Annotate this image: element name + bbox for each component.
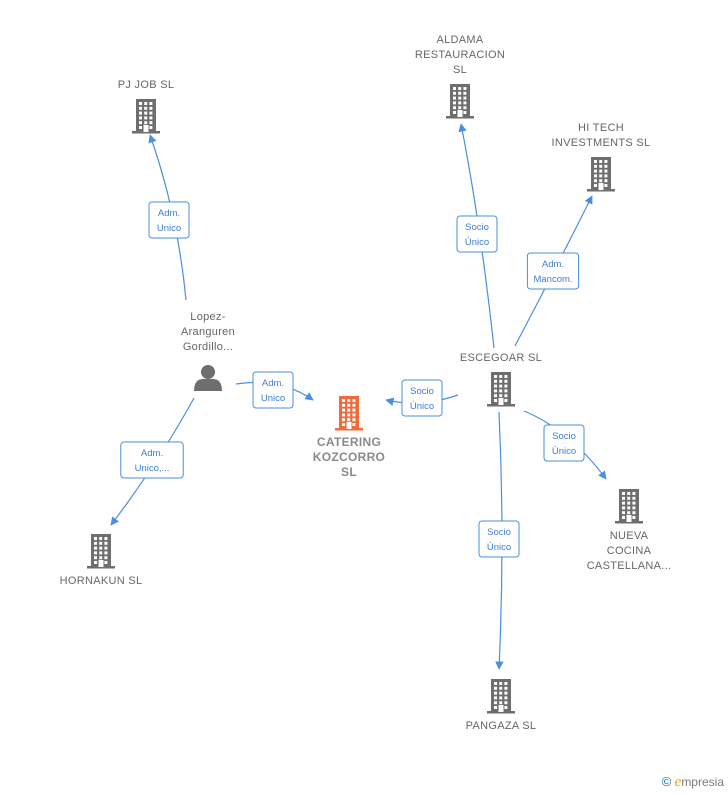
edge-label-box <box>526 252 580 290</box>
edge-label-lopez-hornakun[interactable]: Adm. Unico,... <box>120 441 184 479</box>
building-icon <box>446 84 474 119</box>
edge-label-box <box>478 520 520 558</box>
node-label: HORNAKUN SL <box>60 575 143 587</box>
node-label: SL <box>341 465 357 479</box>
edge-label-lopez-catering[interactable]: Adm. Unico <box>252 371 294 409</box>
edge-label-box <box>120 441 184 479</box>
building-icon <box>87 534 115 569</box>
building-icon <box>487 679 515 714</box>
node-lopez[interactable]: Lopez- ArangurenGordillo... <box>181 311 235 391</box>
node-label: CATERING <box>317 435 381 449</box>
edge-label-escegoar-hitech[interactable]: Adm. Mancom. <box>526 252 580 290</box>
building-icon <box>335 396 363 431</box>
building-icon <box>587 157 615 192</box>
building-icon <box>132 99 160 134</box>
edge-label-text: Socio <box>487 527 511 538</box>
edge-label-lopez-pjjob[interactable]: Adm. Unico <box>148 201 190 239</box>
copyright-icon: © <box>661 774 672 789</box>
edge-label-box <box>148 201 190 239</box>
edge-label-text: Adm. <box>141 448 163 459</box>
node-label: Lopez- <box>190 311 225 323</box>
building-icon <box>487 372 515 407</box>
empresia-watermark: © empresia <box>662 774 724 791</box>
edge-label-text: Único <box>552 446 576 457</box>
building-icon <box>615 489 643 524</box>
edge-label-box <box>252 371 294 409</box>
edge-label-text: Socio <box>465 222 489 233</box>
node-label: SL <box>453 64 467 76</box>
node-label: CASTELLANA... <box>587 560 672 572</box>
node-aldama[interactable]: ALDAMA RESTAURACION SL <box>415 34 505 119</box>
edge-label-text: Único <box>465 237 489 248</box>
node-hornakun[interactable]: HORNAKUN SL <box>60 534 143 587</box>
edge-label-box <box>401 379 443 417</box>
brand-name: mpresia <box>681 775 724 789</box>
edge-label-text: Adm. <box>542 259 564 270</box>
edge-label-text: Socio <box>552 431 576 442</box>
edge-label-text: Único <box>410 401 434 412</box>
node-nueva[interactable]: NUEVA COCINA CASTELLANA... <box>587 489 672 572</box>
node-label: Gordillo... <box>183 341 233 353</box>
node-label: RESTAURACION <box>415 49 505 61</box>
edge-label-text: Socio <box>410 386 434 397</box>
edge-label-box <box>456 215 498 253</box>
node-label: NUEVA <box>610 530 649 542</box>
edge-label-text: Mancom. <box>533 274 572 285</box>
node-label: KOZCORRO <box>313 450 385 464</box>
edge-label-text: Único <box>487 542 511 553</box>
node-label: Aranguren <box>181 326 235 338</box>
node-label: HI TECH <box>578 122 624 134</box>
edge-label-text: Unico,... <box>135 463 170 474</box>
edge-label-text: Adm. <box>262 378 284 389</box>
node-escegoar[interactable]: ESCEGOAR SL <box>460 352 542 407</box>
person-icon <box>194 365 222 391</box>
node-label: PANGAZA SL <box>466 720 537 732</box>
node-label: ALDAMA <box>436 34 483 46</box>
edge-label-text: Unico <box>261 393 285 404</box>
node-label: ESCEGOAR SL <box>460 352 542 364</box>
node-pjjob[interactable]: PJ JOB SL <box>118 79 175 134</box>
node-label: COCINA <box>607 545 652 557</box>
node-label: PJ JOB SL <box>118 79 175 91</box>
edge-label-box <box>543 424 585 462</box>
node-label: INVESTMENTS SL <box>552 137 651 149</box>
node-pangaza[interactable]: PANGAZA SL <box>466 679 537 732</box>
edge-label-text: Adm. <box>158 208 180 219</box>
node-hitech[interactable]: HI TECH INVESTMENTS SL <box>552 122 651 192</box>
brand-initial: e <box>674 774 682 790</box>
edge-label-text: Unico <box>157 223 181 234</box>
